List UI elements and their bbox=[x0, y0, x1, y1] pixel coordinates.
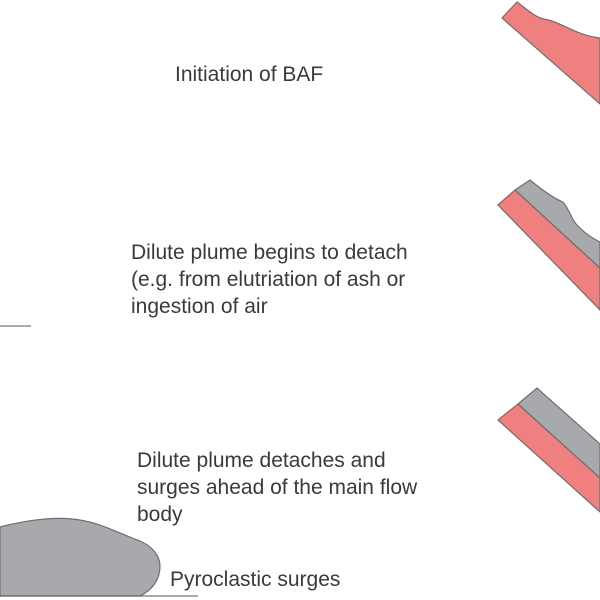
stage-2-label-line: (e.g. from elutriation of ash or bbox=[131, 268, 406, 291]
stage-3-dense-flow bbox=[497, 403, 600, 513]
stage-1-dense-flow bbox=[501, 1, 600, 105]
stage-2-label-line: Dilute plume begins to detach bbox=[131, 241, 408, 264]
stage-1-label-line: Initiation of BAF bbox=[175, 63, 324, 86]
stage-2-dense-flow bbox=[497, 189, 600, 311]
stage-2-label-line: ingestion of air bbox=[131, 295, 268, 318]
stage-4-label-line: Pyroclastic surges bbox=[170, 568, 341, 591]
stage-3-label: Dilute plume detaches and surges ahead o… bbox=[137, 447, 417, 528]
stage-3-dilute-plume bbox=[517, 387, 600, 479]
stage-3-label-line: surges ahead of the main flow bbox=[137, 476, 418, 499]
stage-3-label-line: Dilute plume detaches and bbox=[137, 449, 386, 472]
stage-1-label: Initiation of BAF bbox=[175, 61, 323, 88]
stage-2-label: Dilute plume begins to detach (e.g. from… bbox=[131, 239, 408, 320]
stage-4-surge-cloud bbox=[0, 517, 161, 597]
stage-4-label: Pyroclastic surges bbox=[170, 566, 340, 593]
stage-2-dilute-plume bbox=[514, 179, 600, 269]
stage-3-label-line: body bbox=[137, 503, 183, 526]
